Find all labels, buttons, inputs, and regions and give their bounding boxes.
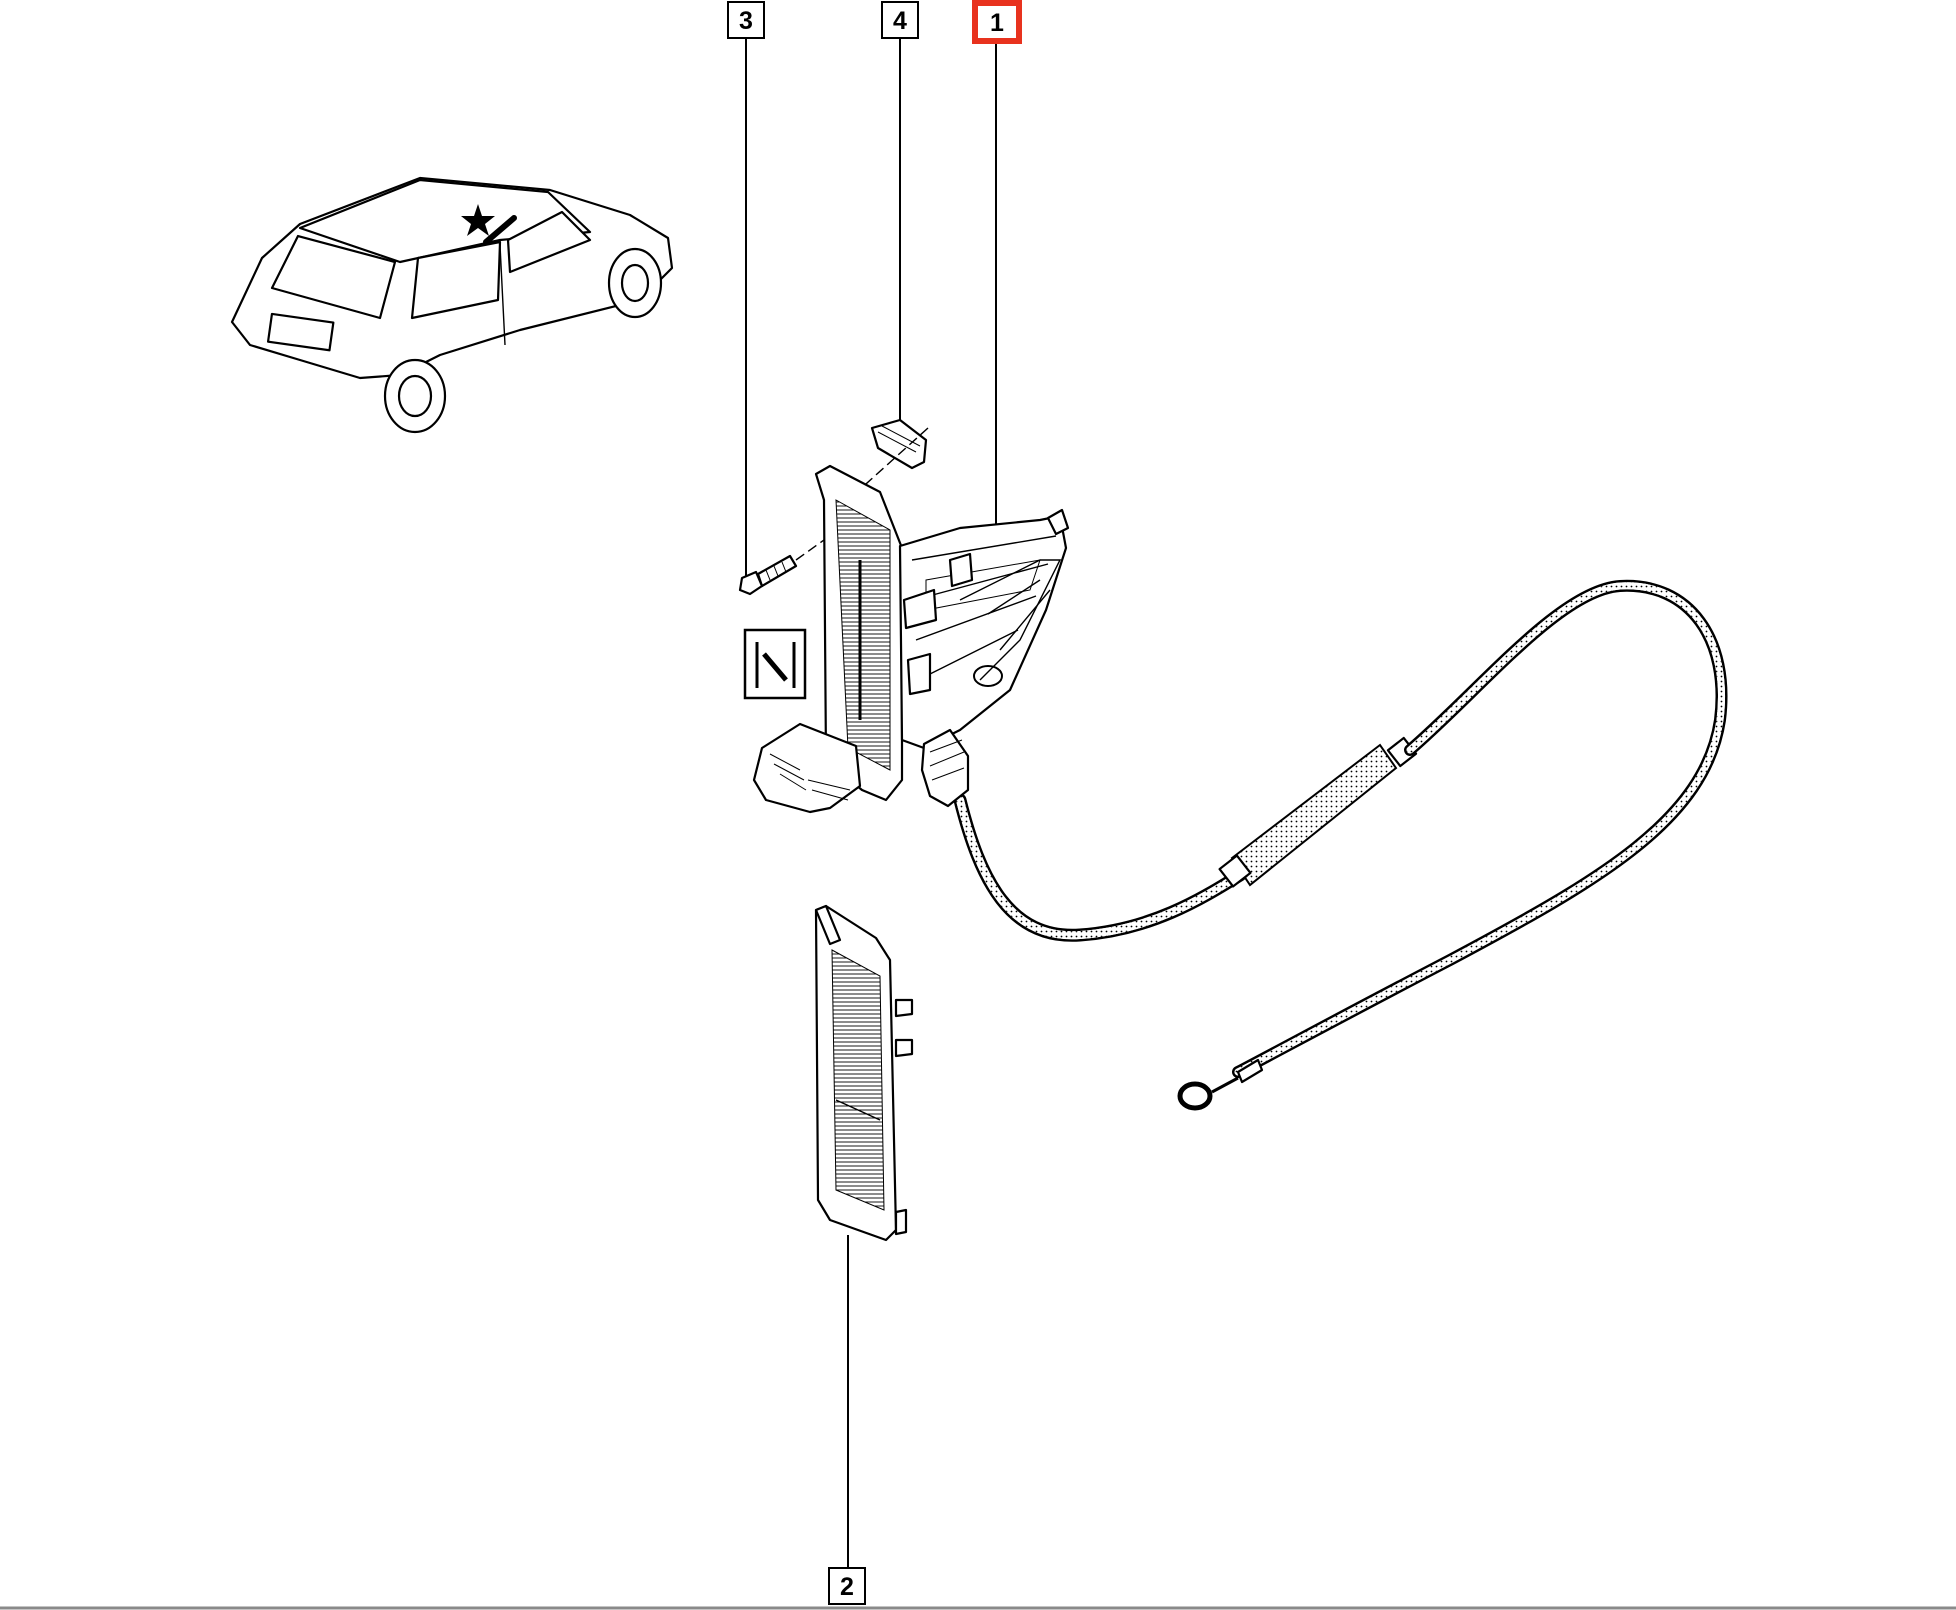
callout-3[interactable]: 3 [727,1,765,39]
callout-2[interactable]: 2 [828,1567,866,1605]
callout-4-box[interactable] [881,1,919,39]
part-3-bolt[interactable] [738,519,853,596]
callout-4[interactable]: 4 [881,1,919,39]
callout-1[interactable]: 1 [972,0,1022,44]
callout-3-label[interactable]: 3 [739,7,753,35]
part-2-pedal-pad[interactable] [814,904,914,1242]
callout-2-label[interactable]: 2 [840,1573,854,1601]
callout-4-label[interactable]: 4 [893,7,907,35]
callout-2-box[interactable] [828,1567,866,1605]
car-overview-icon [230,176,674,434]
part-1-pedal-assembly[interactable] [752,464,1728,1111]
callout-1-label[interactable]: 1 [990,9,1004,37]
callout-3-box[interactable] [727,1,765,39]
view-direction-icon [743,628,807,700]
callout-1-box[interactable] [972,0,1022,44]
